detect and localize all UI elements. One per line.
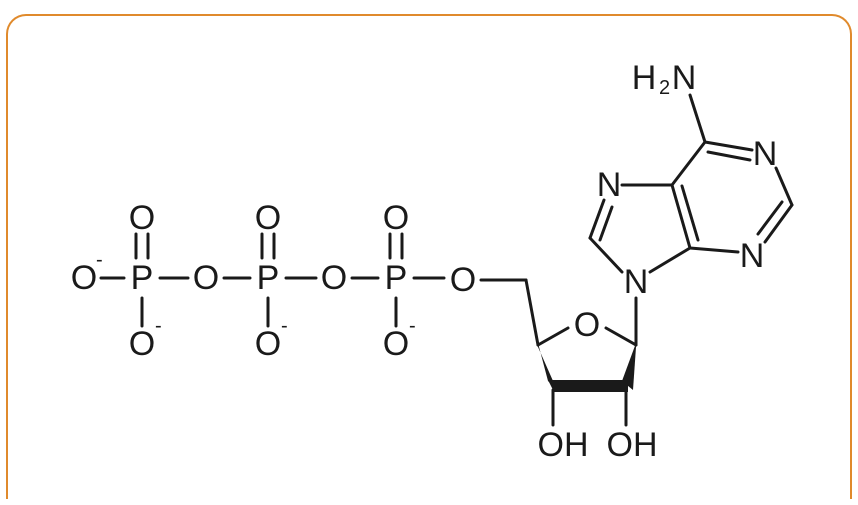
atom-p3: P <box>385 259 408 297</box>
atom-p1-top-o: O <box>129 199 155 237</box>
charge-terminal-o: - <box>96 249 103 271</box>
bond-n1-c2 <box>774 166 794 207</box>
atom-amine-n: N <box>672 59 697 97</box>
atom-p3-top-o: O <box>383 199 409 237</box>
atom-hydroxyl-c3: OH <box>538 426 589 464</box>
charge-p1-bottom-o: - <box>155 315 162 337</box>
bond-c4-n9 <box>648 246 692 274</box>
charge-p2-bottom-o: - <box>281 315 288 337</box>
atom-hydroxyl-c2: OH <box>607 426 658 464</box>
bond-c6-nh2 <box>688 93 707 144</box>
bond-n3-c4 <box>688 246 740 254</box>
bond-c5-c4-ring-b <box>680 184 700 242</box>
atom-p3-bottom-o: O <box>383 325 409 363</box>
bond-c8-n7-a <box>588 198 606 240</box>
atom-n1: N <box>753 135 778 173</box>
bond-c6-n1-a <box>703 140 754 152</box>
atom-n9: N <box>624 263 649 301</box>
atom-p2-top-o: O <box>255 199 281 237</box>
amine-h-count: 2 <box>659 77 670 99</box>
bond-o4-c1 <box>604 326 638 347</box>
bond-n9-c8 <box>588 236 624 274</box>
atom-ring-o: O <box>574 306 600 344</box>
atom-bridge-o-1: O <box>193 259 219 297</box>
bond-c5-c4-ring-a <box>670 183 692 250</box>
atom-terminal-o: O <box>71 259 97 297</box>
atom-p2: P <box>257 259 280 297</box>
bond-c4-o4 <box>536 326 570 347</box>
wedge-c1-c2 <box>622 343 636 390</box>
atom-p2-bottom-o: O <box>255 325 281 363</box>
bond-c2-n3-b <box>756 200 784 236</box>
bond-c6-n1-b <box>706 150 752 162</box>
bond-c5-c6 <box>670 140 707 187</box>
charge-p3-bottom-o: - <box>409 315 416 337</box>
bond-c8-n7-b <box>598 205 614 242</box>
atom-bridge-o-2: O <box>321 259 347 297</box>
atom-p1: P <box>131 259 154 297</box>
wedge-c3-c2 <box>548 380 628 392</box>
atom-n7: N <box>597 166 622 204</box>
atom-n3: N <box>740 237 765 275</box>
atom-p1-bottom-o: O <box>129 325 155 363</box>
bond-c5-c4 <box>524 278 540 347</box>
atom-amine-h: H <box>632 59 657 97</box>
bond-c2-n3-a <box>763 203 794 244</box>
atom-bridge-o-3: O <box>450 261 476 299</box>
